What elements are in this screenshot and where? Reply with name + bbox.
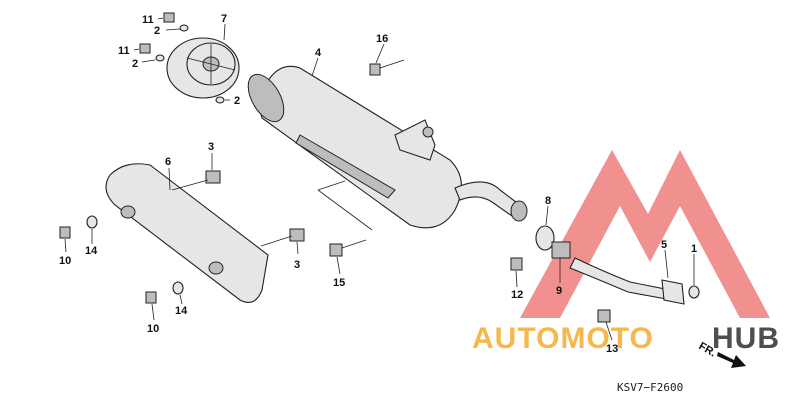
callout-2-top: 2 bbox=[154, 25, 160, 37]
callout-2-lower: 2 bbox=[234, 95, 240, 107]
callout-6: 6 bbox=[165, 156, 171, 168]
rubber-3-right bbox=[289, 228, 305, 242]
bolt-11-top bbox=[163, 12, 189, 32]
callout-10-left: 10 bbox=[59, 255, 71, 267]
callout-14-left: 14 bbox=[85, 245, 98, 257]
callout-5: 5 bbox=[661, 239, 667, 251]
end-cap-part-7 bbox=[166, 37, 240, 99]
callout-14-lower: 14 bbox=[175, 305, 188, 317]
direction-arrow-icon bbox=[717, 352, 746, 368]
exhaust-pipe-part-5 bbox=[569, 257, 685, 305]
callout-12: 12 bbox=[511, 289, 523, 301]
clamp-part-8 bbox=[535, 225, 555, 251]
callout-labels: 11 2 7 11 2 2 4 16 6 3 3 10 14 10 14 15 … bbox=[59, 13, 697, 355]
callout-13: 13 bbox=[606, 343, 618, 355]
callout-11-middle: 11 bbox=[118, 45, 130, 57]
watermark-text-orange: AUTOMOTO bbox=[472, 322, 654, 355]
bolt-10-left bbox=[59, 215, 98, 239]
callout-15: 15 bbox=[333, 277, 345, 289]
gasket-part-1 bbox=[688, 285, 700, 299]
bolt-11-middle bbox=[139, 43, 165, 62]
callout-4: 4 bbox=[315, 47, 322, 59]
washer-2-lower bbox=[215, 96, 225, 104]
callout-16: 16 bbox=[376, 33, 388, 45]
callout-8: 8 bbox=[545, 195, 551, 207]
bolt-16 bbox=[369, 59, 405, 76]
callout-9: 9 bbox=[556, 285, 562, 297]
heat-shield-part-6 bbox=[105, 163, 269, 303]
gasket-part-9 bbox=[551, 241, 571, 259]
callout-3-right: 3 bbox=[294, 259, 300, 271]
callout-1: 1 bbox=[691, 243, 697, 255]
callout-10-lower: 10 bbox=[147, 323, 159, 335]
diagram-code: KSV7−F2600 bbox=[617, 381, 683, 394]
leader-lines bbox=[64, 17, 695, 341]
callout-7: 7 bbox=[221, 13, 227, 25]
callout-3-top: 3 bbox=[208, 141, 214, 153]
bolt-15 bbox=[329, 239, 367, 257]
watermark-text: AUTOMOTO HUB bbox=[472, 322, 780, 355]
bolt-10-lower bbox=[145, 281, 184, 304]
callout-11-top: 11 bbox=[142, 14, 154, 26]
bolt-12 bbox=[510, 257, 523, 271]
watermark-text-dark: HUB bbox=[712, 322, 780, 355]
muffler-body-part-4 bbox=[247, 65, 528, 229]
nut-part-13 bbox=[597, 309, 611, 323]
callout-2-middle: 2 bbox=[132, 58, 138, 70]
rubber-3-top bbox=[205, 170, 221, 184]
